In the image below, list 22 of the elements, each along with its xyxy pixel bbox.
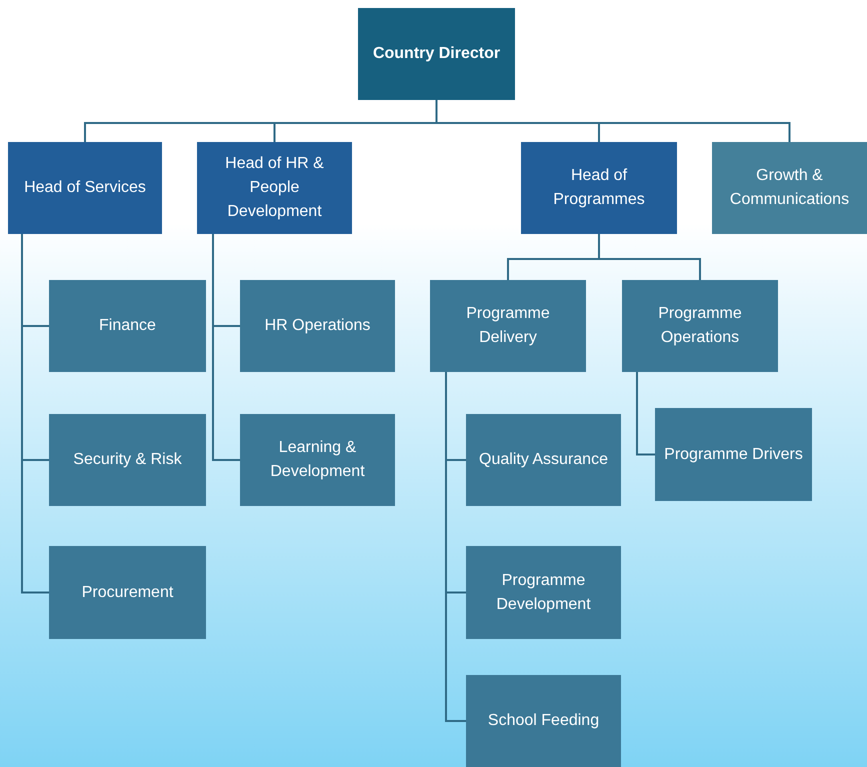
- org-box: Procurement: [49, 546, 206, 639]
- org-box: Growth & Communications: [712, 142, 867, 234]
- connector-line: [21, 234, 49, 594]
- connector-line: [636, 372, 655, 456]
- org-box: Finance: [49, 280, 206, 372]
- org-box: Programme Delivery: [430, 280, 586, 372]
- org-box: Programme Operations: [622, 280, 778, 372]
- connector-line: [212, 234, 240, 461]
- connector-line: [598, 234, 701, 280]
- connector-line: [445, 372, 466, 722]
- org-box: Country Director: [358, 8, 515, 100]
- connector-line: [436, 100, 790, 142]
- org-box: School Feeding: [466, 675, 621, 767]
- org-box: Programme Development: [466, 546, 621, 639]
- org-box: Head of HR & People Development: [197, 142, 352, 234]
- org-box: Head of Services: [8, 142, 162, 234]
- org-box: Quality Assurance: [466, 414, 621, 506]
- org-box: HR Operations: [240, 280, 395, 372]
- org-box: Security & Risk: [49, 414, 206, 506]
- org-box: Learning & Development: [240, 414, 395, 506]
- org-box: Head of Programmes: [521, 142, 677, 234]
- org-box: Programme Drivers: [655, 408, 812, 501]
